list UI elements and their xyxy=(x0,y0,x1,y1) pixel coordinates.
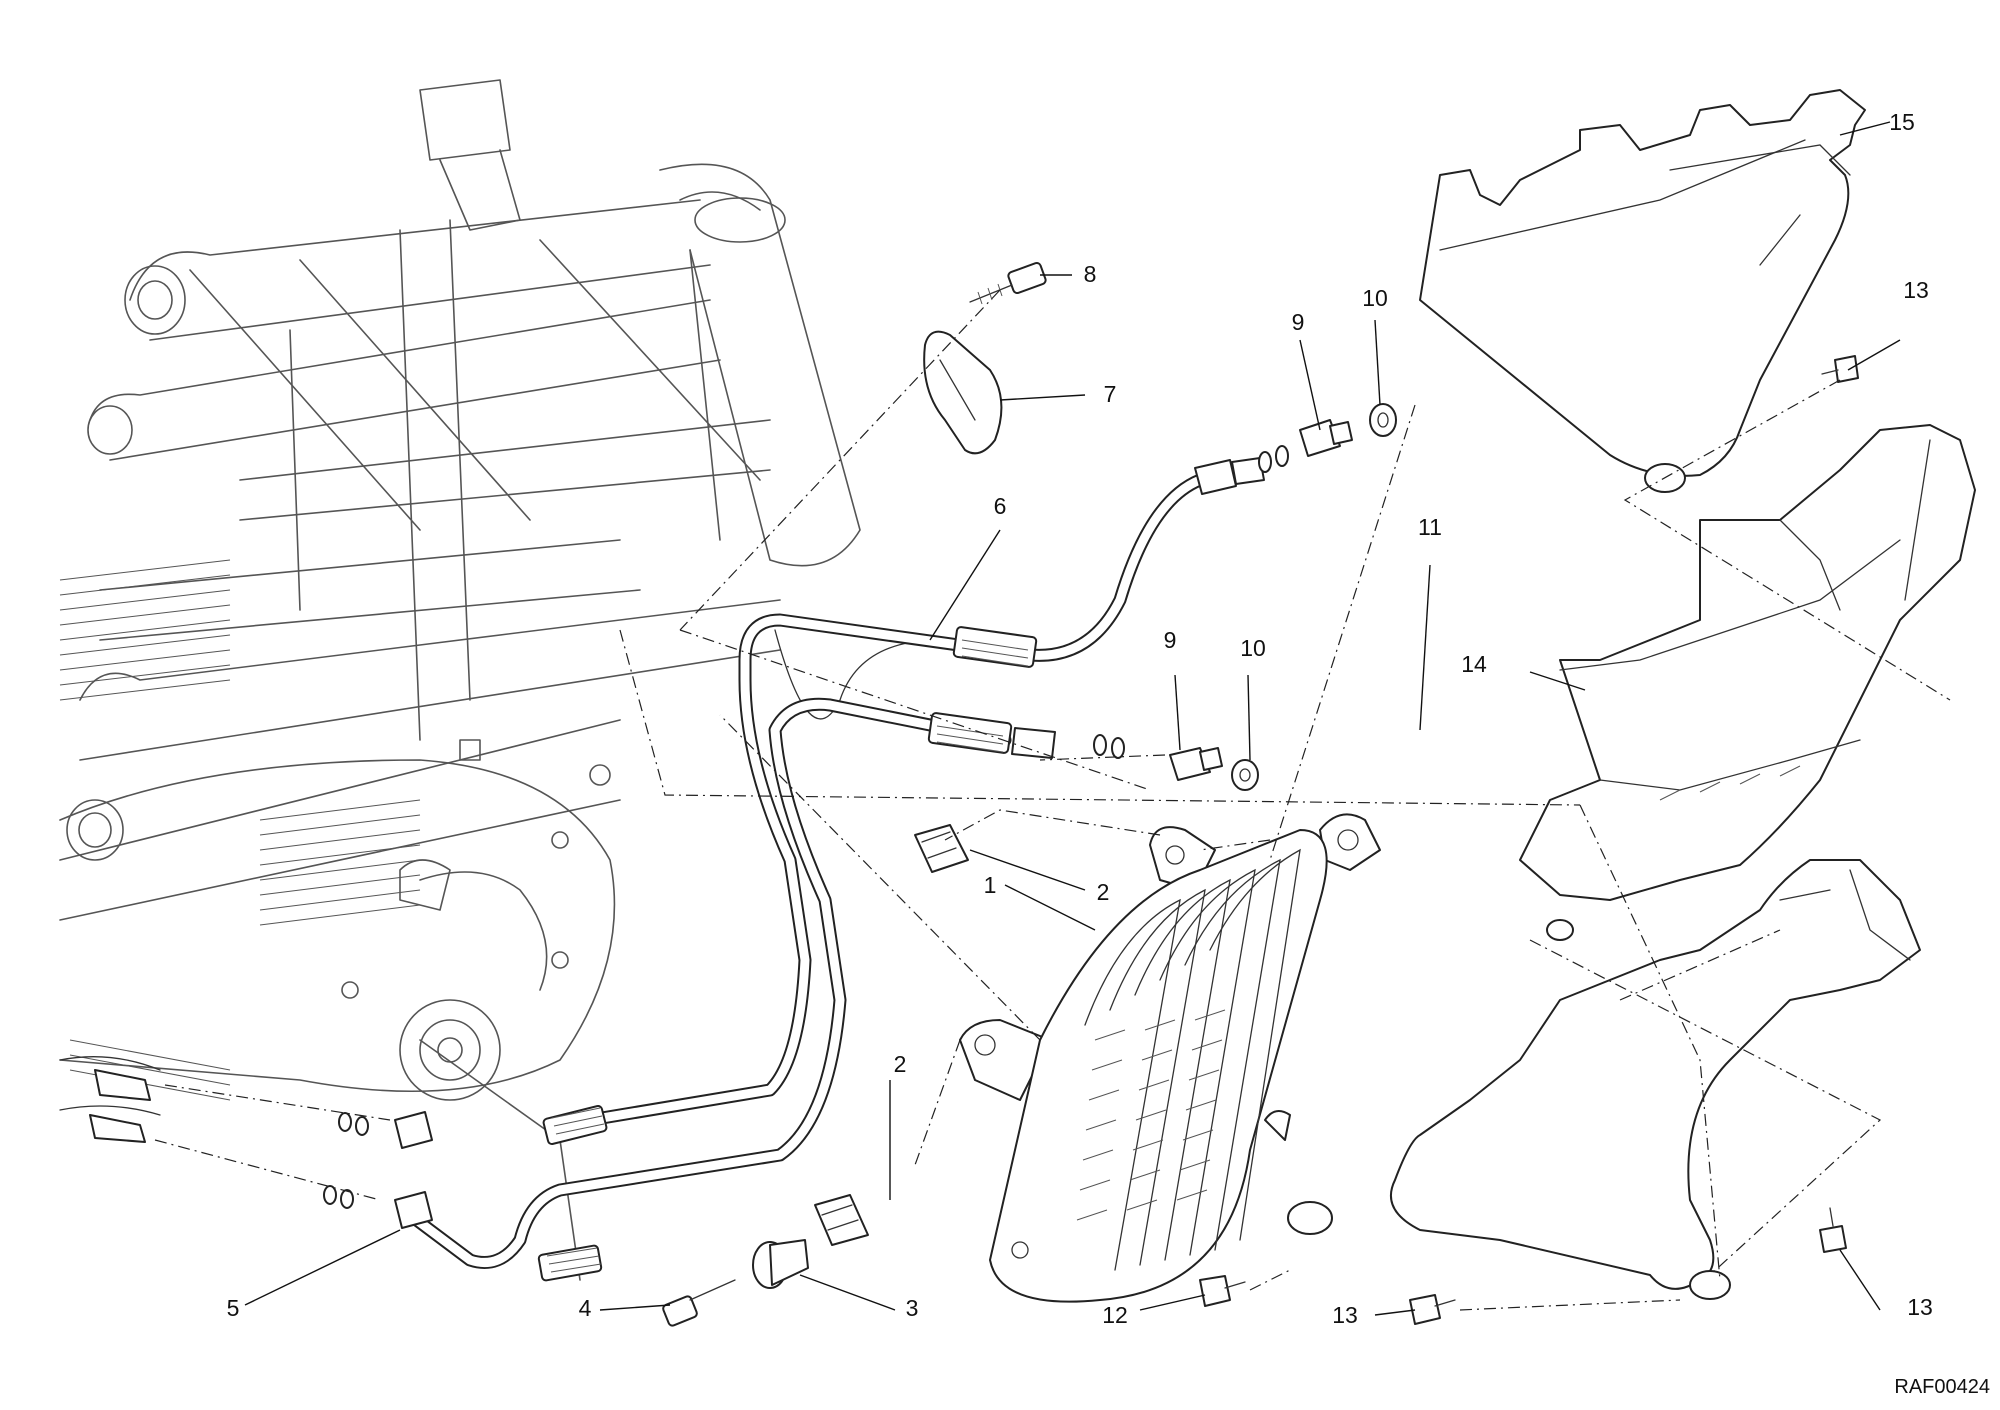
assembly-guide-lines xyxy=(154,289,1951,1311)
callout-14: 14 xyxy=(1461,651,1487,677)
callout-13-bottom-right: 13 xyxy=(1907,1294,1933,1320)
screw-4 xyxy=(662,1279,736,1327)
screw-13-bottom-right xyxy=(1819,1207,1847,1253)
callout-7: 7 xyxy=(1104,381,1117,407)
duct-11 xyxy=(1287,859,1921,1300)
callout-2-lower: 2 xyxy=(894,1051,907,1077)
callout-13-top: 13 xyxy=(1903,277,1929,303)
screw-12 xyxy=(1199,1275,1246,1307)
fitting-9-upper xyxy=(1299,419,1353,457)
callout-12: 12 xyxy=(1102,1302,1128,1328)
callout-6: 6 xyxy=(994,493,1007,519)
fitting-9-lower xyxy=(1169,747,1223,781)
callout-2-upper: 2 xyxy=(1097,879,1110,905)
callout-9-upper: 9 xyxy=(1292,309,1305,335)
rubber-grommet-2-lower xyxy=(814,1194,869,1246)
rubber-grommet-2-upper xyxy=(914,824,969,873)
callout-10-lower: 10 xyxy=(1240,635,1266,661)
callout-labels: 1 2 2 3 4 5 6 7 8 9 10 9 10 11 12 13 13 … xyxy=(227,109,1933,1328)
callout-10-upper: 10 xyxy=(1362,285,1388,311)
callout-5: 5 xyxy=(227,1295,240,1321)
oil-line-5 xyxy=(394,697,1056,1282)
o-rings-upper xyxy=(1258,445,1289,473)
callout-1: 1 xyxy=(984,872,997,898)
clip-7 xyxy=(923,330,1003,455)
oil-cooler-1 xyxy=(959,813,1381,1303)
leader-lines xyxy=(244,121,1901,1316)
callout-4: 4 xyxy=(579,1295,592,1321)
screw-13-top xyxy=(1821,355,1859,383)
callout-15: 15 xyxy=(1889,109,1915,135)
drawing-code: RAF00424 xyxy=(1894,1376,1990,1398)
callout-9-lower: 9 xyxy=(1164,627,1177,653)
spacer-3 xyxy=(752,1239,809,1289)
oil-line-6 xyxy=(542,457,1265,1146)
screw-8 xyxy=(969,261,1047,305)
callout-3: 3 xyxy=(906,1295,919,1321)
screw-13-bottom-left xyxy=(1409,1294,1456,1325)
washer-10-upper xyxy=(1369,403,1397,437)
callout-8: 8 xyxy=(1084,261,1097,287)
cover-15 xyxy=(1419,89,1866,493)
cover-14 xyxy=(1519,424,1976,941)
callout-11: 11 xyxy=(1418,514,1442,540)
callout-13-bottom-left: 13 xyxy=(1332,1302,1358,1328)
washer-10-lower xyxy=(1231,759,1259,791)
o-rings-lower xyxy=(323,734,1125,1209)
